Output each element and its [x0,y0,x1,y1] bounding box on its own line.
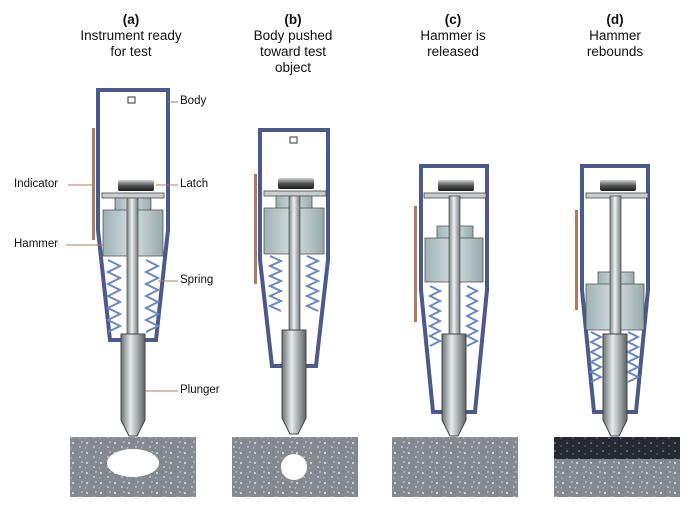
panel-b-spring-left [267,255,284,312]
panel-d-latch [600,180,636,191]
label-body: Body [180,95,207,107]
panel-b-title: (b) Body pushed toward test object [218,12,368,76]
panel-b-indicator [254,174,257,284]
panel-c-caption-2: released [427,44,479,59]
label-spring: Spring [180,274,214,286]
panel-c-plunger [441,333,467,437]
panel-b-latch [278,178,314,189]
panel-d-rod [609,195,622,341]
panel-d-spring-right [625,331,641,383]
panel-a-letter: (a) [122,12,140,27]
panel-c-spring-right [464,285,480,347]
panel-a-plunger [120,333,146,437]
panel-a-spring-right [143,259,161,333]
panel-c-concrete [392,437,518,497]
panel-a [70,88,196,497]
panel-d-indicator [575,210,578,310]
panel-a-latch [118,180,154,191]
panel-c-letter: (c) [444,12,462,27]
panel-b-latch-plate [263,190,327,197]
panel-b-caption-2: toward test [259,44,327,59]
panel-c-indicator [414,206,417,322]
panel-b-caption-1: Body pushed [253,28,333,43]
callout-lines [66,101,178,392]
panel-a-indicator [92,128,95,240]
panel-d-caption-2: rebounds [586,44,644,59]
panel-c [392,164,518,497]
panel-b-plunger [281,329,307,435]
panel-d-letter: (d) [606,12,624,27]
panel-b-rod [288,195,301,337]
panel-a-caption-1: Instrument ready [80,28,182,43]
panel-a-spring-left [105,259,123,333]
panel-c-spring-left [427,285,443,347]
panel-d-spring-left [588,331,604,383]
panel-b-body-top-tab [289,136,298,144]
panel-a-title: (a) Instrument ready for test [56,12,206,60]
label-indicator: Indicator [14,178,59,190]
label-latch: Latch [180,178,209,190]
panel-c-rod [448,195,461,341]
panel-b [232,128,358,497]
panel-d-caption-1: Hammer [589,28,641,43]
panel-c-title: (c) Hammer is released [378,12,528,60]
panel-b-letter: (b) [284,12,302,27]
panel-b-impact-zone [281,454,307,480]
label-hammer: Hammer [14,238,59,250]
panel-b-caption-3: object [274,60,312,75]
panel-a-latch-plate [101,192,165,199]
panel-b-spring-right [304,255,321,312]
panel-a-caption-2: for test [110,44,152,59]
panel-c-caption-1: Hammer is [420,28,486,43]
panel-c-latch [438,180,474,191]
panel-a-rod [126,197,139,341]
label-plunger: Plunger [180,384,220,396]
panel-a-impact-zone [107,449,159,477]
panel-d-title: (d) Hammer rebounds [540,12,690,60]
panel-d-concrete-surface [554,437,680,459]
panel-a-body-top-tab [127,96,136,104]
panel-d-plunger [602,333,628,437]
panel-d [554,164,680,497]
